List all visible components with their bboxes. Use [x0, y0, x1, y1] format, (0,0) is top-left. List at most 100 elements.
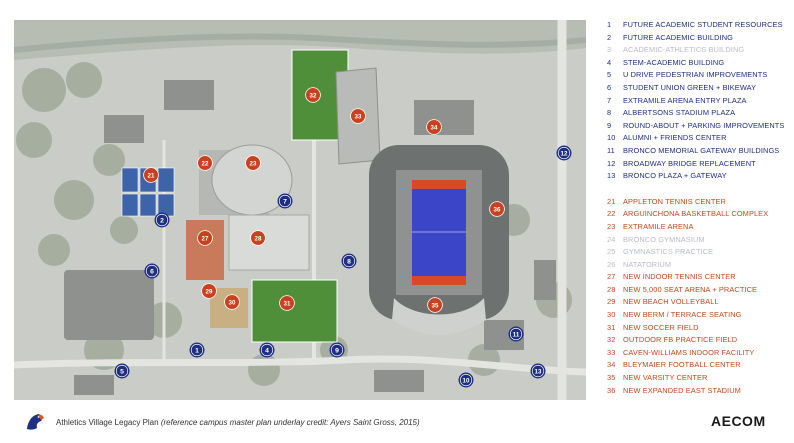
- marker-label: 2: [160, 217, 164, 224]
- marker-label: 27: [202, 235, 209, 242]
- legend-item-number: 12: [607, 158, 616, 168]
- marker-9: 9: [329, 342, 345, 358]
- legend-item-label: NEW EXPANDED EAST STADIUM: [623, 385, 741, 395]
- legend-item-label: ROUND-ABOUT + PARKING IMPROVEMENTS: [623, 120, 785, 130]
- marker-33: 33: [350, 108, 366, 124]
- marker-label: 36: [494, 206, 501, 213]
- legend-item-label: EXTRAMILE ARENA ENTRY PLAZA: [623, 95, 747, 105]
- marker-label: 1: [195, 347, 199, 354]
- marker-10: 10: [458, 372, 474, 388]
- indoor-tennis-center: [186, 220, 224, 280]
- legend-item-label: GYMNASTICS PRACTICE: [623, 247, 714, 257]
- marker-5: 5: [114, 363, 130, 379]
- marker-label: 8: [347, 258, 351, 265]
- marker-label: 34: [431, 124, 438, 131]
- marker-28: 28: [250, 230, 266, 246]
- legend-item-label: NEW BEACH VOLLEYBALL: [623, 297, 719, 307]
- marker-32: 32: [305, 87, 321, 103]
- legend-item-22: 22 ARGUINCHONA BASKETBALL COMPLEX: [607, 208, 794, 221]
- legend-item-label: BRONCO PLAZA + GATEWAY: [623, 171, 727, 181]
- new-arena: [228, 214, 310, 271]
- legend-item-label: FUTURE ACADEMIC STUDENT RESOURCES: [623, 20, 783, 29]
- legend-item-label: FUTURE ACADEMIC BUILDING: [623, 32, 733, 42]
- legend-item-number: 25: [607, 247, 616, 257]
- legend-item-number: 31: [607, 322, 616, 332]
- legend-item-number: 21: [607, 196, 616, 206]
- legend-item-number: 1: [607, 20, 612, 29]
- caption-credit: (reference campus master plan underlay c…: [160, 418, 420, 427]
- legend-item-number: 36: [607, 385, 616, 395]
- marker-label: 30: [229, 299, 236, 306]
- legend-item-label: BRONCO MEMORIAL GATEWAY BUILDINGS: [623, 145, 780, 155]
- legend-item-number: 10: [607, 133, 616, 143]
- legend-item-number: 29: [607, 297, 616, 307]
- marker-13: 13: [530, 363, 546, 379]
- legend-item-label: BROADWAY BRIDGE REPLACEMENT: [623, 158, 756, 168]
- legend-item-label: ALUMNI + FRIENDS CENTER: [623, 133, 727, 143]
- marker-label: 9: [335, 347, 339, 354]
- legend-item-23: 23 EXTRAMILE ARENA: [607, 221, 794, 234]
- marker-label: 12: [561, 150, 568, 157]
- caption-title: Athletics Village Legacy Plan: [56, 418, 161, 427]
- legend-item-number: 33: [607, 347, 616, 357]
- map-caption: Athletics Village Legacy Plan (reference…: [56, 418, 420, 427]
- marker-29: 29: [201, 283, 217, 299]
- legend-item-1: 1 FUTURE ACADEMIC STUDENT RESOURCES: [607, 19, 794, 32]
- legend-item-number: 34: [607, 360, 616, 370]
- soccer-field: [251, 279, 338, 343]
- legend-item-number: 27: [607, 272, 616, 282]
- legend-item-label: ARGUINCHONA BASKETBALL COMPLEX: [623, 209, 769, 219]
- legend-item-label: BRONCO GYMNASIUM: [623, 234, 705, 244]
- marker-label: 28: [255, 235, 262, 242]
- legend-item-number: 23: [607, 221, 616, 231]
- marker-label: 21: [148, 172, 155, 179]
- marker-label: 10: [463, 377, 470, 384]
- legend-item-number: 8: [607, 108, 612, 118]
- legend-item-29: 29 NEW BEACH VOLLEYBALL: [607, 296, 794, 309]
- legend-item-12: 12 BROADWAY BRIDGE REPLACEMENT: [607, 158, 794, 171]
- legend-item-number: 35: [607, 373, 616, 383]
- marker-12: 12: [556, 145, 572, 161]
- marker-36: 36: [489, 201, 505, 217]
- legend-item-number: 32: [607, 335, 616, 345]
- legend-item-34: 34 BLEYMAIER FOOTBALL CENTER: [607, 359, 794, 372]
- legend-item-36: 36 NEW EXPANDED EAST STADIUM: [607, 385, 794, 398]
- legend-item-label: BLEYMAIER FOOTBALL CENTER: [623, 360, 741, 370]
- marker-11: 11: [508, 326, 524, 342]
- legend-item-label: OUTDOOR FB PRACTICE FIELD: [623, 335, 738, 345]
- legend-item-label: EXTRAMILE ARENA: [623, 221, 694, 231]
- marker-31: 31: [279, 295, 295, 311]
- marker-label: 7: [283, 198, 287, 205]
- marker-27: 27: [197, 230, 213, 246]
- legend-item-number: 13: [607, 171, 616, 181]
- marker-21: 21: [143, 167, 159, 183]
- legend-item-number: 22: [607, 209, 616, 219]
- marker-label: 11: [513, 331, 520, 338]
- marker-label: 22: [202, 160, 209, 167]
- marker-2: 2: [154, 212, 170, 228]
- marker-7: 7: [277, 193, 293, 209]
- legend-item-25: 25 GYMNASTICS PRACTICE: [607, 246, 794, 259]
- legend-item-32: 32 OUTDOOR FB PRACTICE FIELD: [607, 334, 794, 347]
- legend-item-13: 13 BRONCO PLAZA + GATEWAY: [607, 170, 794, 183]
- legend-item-number: 26: [607, 259, 616, 269]
- legend-item-label: NEW BERM / TERRACE SEATING: [623, 310, 742, 320]
- legend-item-number: 6: [607, 82, 612, 92]
